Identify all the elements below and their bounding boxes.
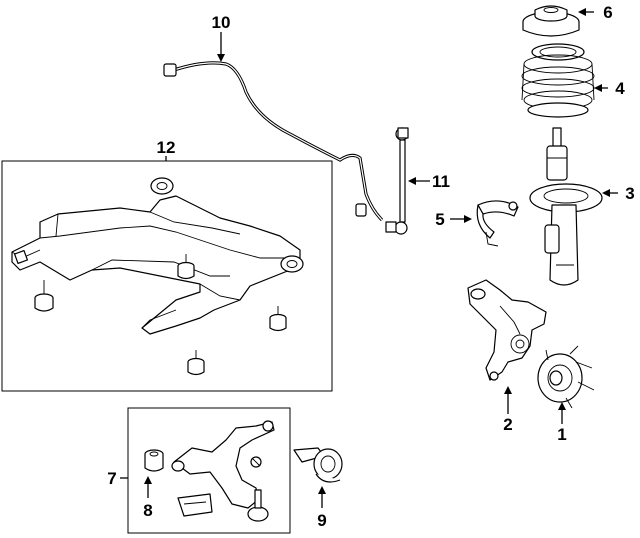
callout-11: 11 [432,172,450,191]
coil-spring [521,43,595,118]
callout-6: 6 [603,3,612,22]
callout-3: 3 [625,184,634,203]
lower-control-arm [171,420,275,522]
subframe-bushing [177,254,195,280]
wheel-hub [537,345,595,409]
callout-1: 1 [557,425,566,444]
callout-2: 2 [503,415,512,434]
spring-seat [476,200,519,247]
callout-8: 8 [143,501,152,520]
callout-leaders [120,8,618,508]
control-arm-rear-bushing [293,447,343,483]
callout-7: 7 [107,469,116,488]
subframe [11,177,304,376]
callout-4: 4 [615,79,625,98]
subframe-bushing [269,306,287,332]
stabilizer-bar [163,61,384,222]
control-arm-front-bushing [144,449,164,472]
subframe-bushing [187,350,205,376]
callout-12: 12 [157,138,176,157]
stabilizer-link [385,127,409,235]
callout-9: 9 [317,511,326,530]
subframe-group-box [1,160,333,392]
control-arm-group-box [127,407,291,534]
steering-knuckle [467,279,547,381]
callout-5: 5 [435,210,444,229]
subframe-bushing [34,280,54,312]
strut-assembly [529,127,603,286]
upper-strut-mount [522,5,580,37]
callout-10: 10 [212,13,231,32]
